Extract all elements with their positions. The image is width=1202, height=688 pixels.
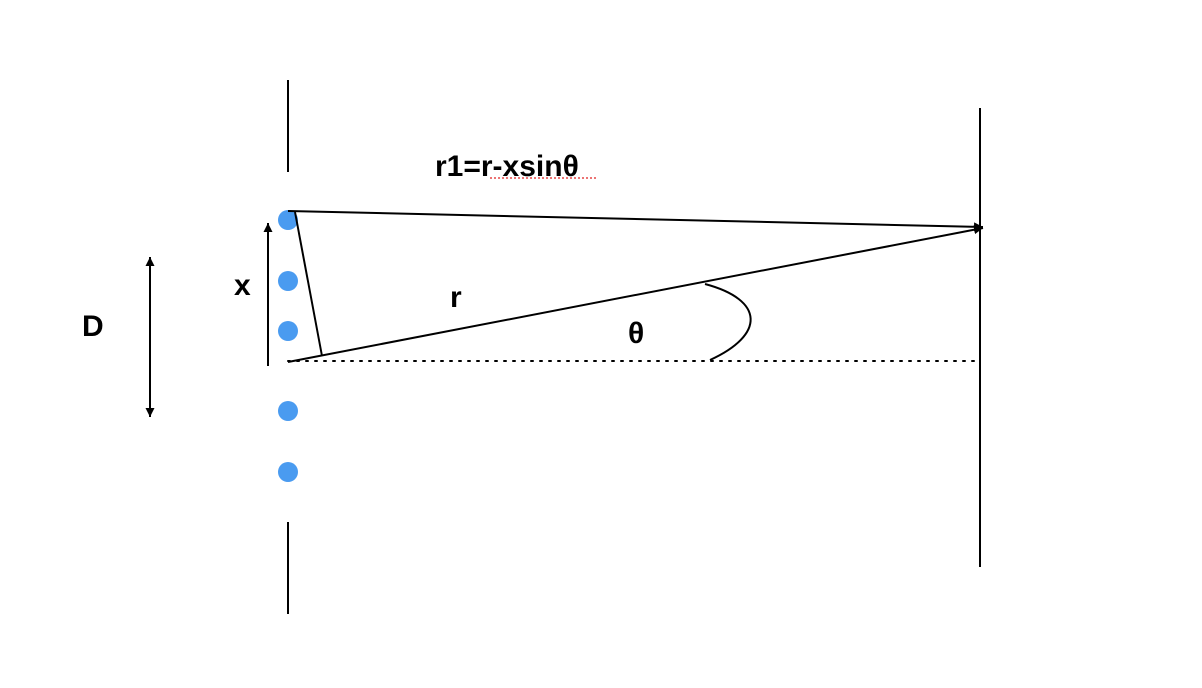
point-source bbox=[278, 321, 298, 341]
span-label: D bbox=[82, 310, 104, 343]
point-source bbox=[278, 462, 298, 482]
angle-arc bbox=[704, 283, 752, 361]
path-length-label: r bbox=[450, 281, 462, 314]
source-dots bbox=[278, 210, 298, 482]
point-source bbox=[278, 210, 298, 230]
point-source bbox=[278, 271, 298, 291]
ray-r bbox=[287, 225, 984, 363]
angle-label: θ bbox=[628, 317, 644, 350]
point-source bbox=[278, 401, 298, 421]
path-difference-line bbox=[294, 211, 323, 357]
offset-label: x bbox=[234, 269, 251, 302]
ray-r1 bbox=[287, 210, 984, 232]
